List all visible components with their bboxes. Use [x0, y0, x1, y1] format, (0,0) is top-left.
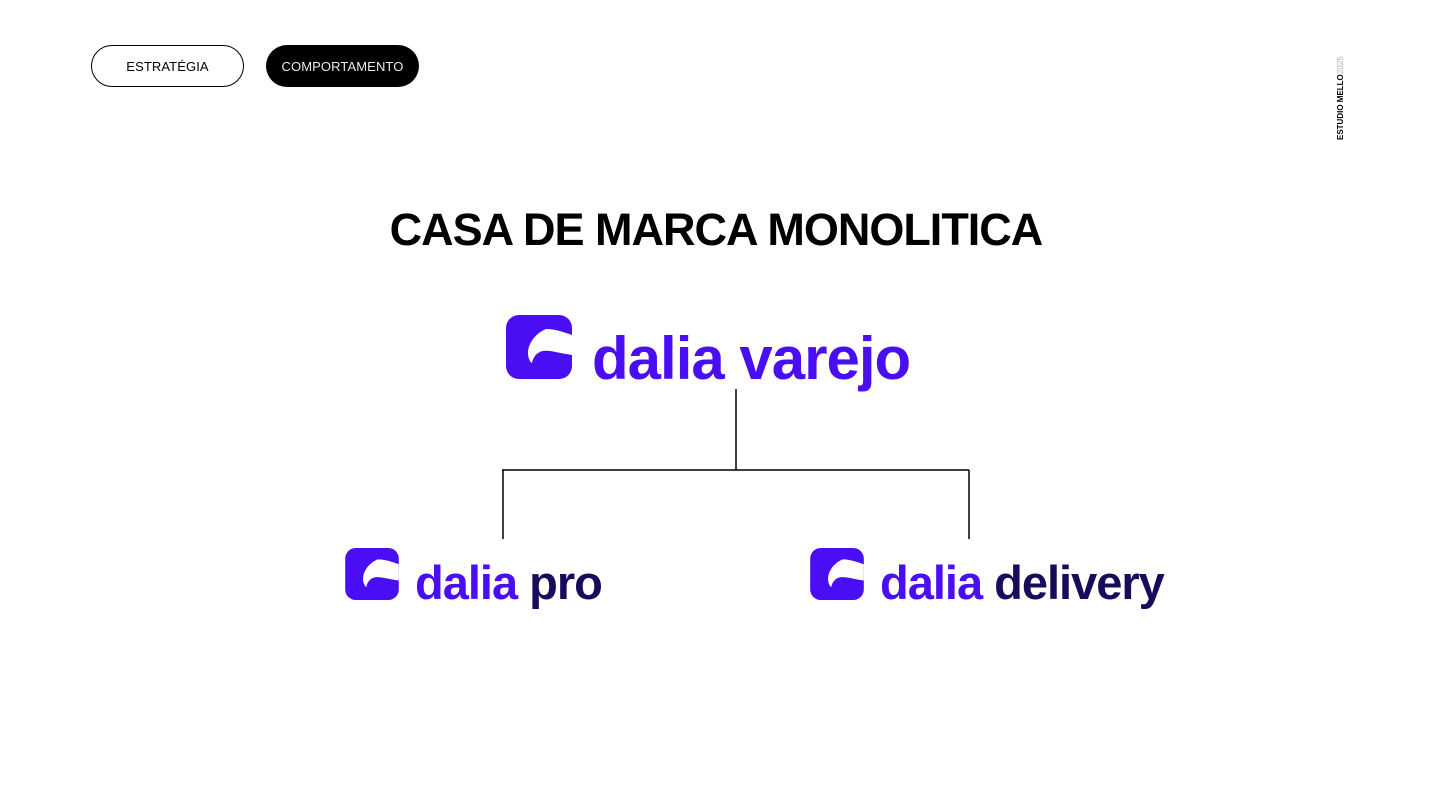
- credit-year: 2025: [1336, 56, 1345, 75]
- child-descriptor: pro: [529, 556, 603, 609]
- root-brand-name: dalia varejo: [592, 325, 911, 392]
- child-descriptor: delivery: [994, 556, 1165, 609]
- page-title: CASA DE MARCA MONOLITICA: [389, 204, 1044, 255]
- dalia-mark-icon: [810, 547, 864, 600]
- dalia-mark-icon: [345, 547, 399, 600]
- tab-comportamento[interactable]: COMPORTAMENTO: [266, 45, 419, 87]
- child-brand-name: dalia: [880, 556, 983, 609]
- dalia-mark-icon: [506, 315, 572, 379]
- child-brand-name: dalia: [415, 556, 518, 609]
- side-credit: ESTUDIO MELLO2025: [1336, 50, 1350, 140]
- tab-estrategia[interactable]: ESTRATÉGIA: [91, 45, 244, 87]
- credit-studio: ESTUDIO MELLO: [1336, 74, 1345, 140]
- logo-dalia-varejo: dalia varejo: [506, 305, 911, 392]
